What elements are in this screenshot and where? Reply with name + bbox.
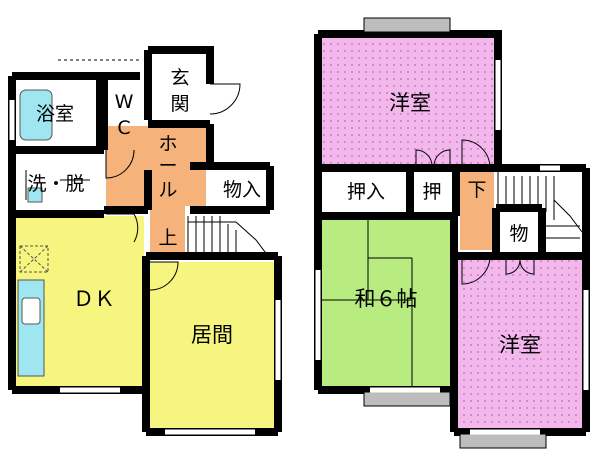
hall-label-2: ー (158, 155, 177, 177)
bathtub (19, 89, 53, 141)
living-room (150, 262, 275, 428)
japanese-room (322, 216, 454, 386)
entrance (152, 58, 207, 123)
stairs-landing (460, 172, 494, 250)
labels: 浴室 W C 玄 関 ホ ー ル 洗・脱 物入 上 ＤＫ 居間 洋室 押入 押 … (27, 67, 541, 357)
hall-floor (106, 126, 206, 206)
wash-basin (27, 187, 43, 203)
floor-2 (314, 17, 590, 449)
wc-label-bottom: C (117, 117, 130, 139)
stairs-1f (187, 216, 269, 257)
western-bottom-label: 洋室 (499, 333, 541, 357)
hall-label-3: ル (158, 179, 177, 201)
fridge-mark (19, 245, 49, 273)
doors-1f (25, 59, 241, 291)
hall-label-1: ホ (158, 133, 177, 155)
windows-2f (315, 17, 589, 449)
floor-1 (8, 46, 282, 436)
sink (21, 297, 41, 325)
tatami-lines (322, 216, 413, 386)
kitchen-counter (17, 279, 45, 377)
hall-lower (150, 206, 185, 256)
wc-label-top: W (115, 91, 134, 113)
stairs-up-label: 上 (158, 227, 177, 249)
closet-2-label: 押 (422, 181, 441, 203)
entrance-label-top: 玄 (170, 67, 189, 89)
bath-label: 浴室 (36, 103, 74, 125)
doors-2f (415, 139, 535, 285)
living-label: 居間 (191, 323, 233, 347)
stairs-down-label: 下 (467, 179, 486, 201)
closet-1 (322, 172, 408, 216)
closet-2 (414, 172, 454, 216)
storage-2f-label: 物 (509, 223, 528, 245)
japanese-label: 和６帖 (355, 287, 418, 311)
storage-2f (500, 212, 538, 252)
western-top-label: 洋室 (389, 91, 431, 115)
storage-label: 物入 (223, 179, 261, 201)
windows-1f (9, 100, 281, 435)
entrance-label-bottom: 関 (170, 93, 189, 115)
dk-label: ＤＫ (73, 287, 115, 311)
western-room-top (322, 38, 494, 166)
western-room-bottom (458, 258, 582, 430)
wash-label: 洗・脱 (27, 173, 84, 195)
closet-1-label: 押入 (347, 181, 385, 203)
